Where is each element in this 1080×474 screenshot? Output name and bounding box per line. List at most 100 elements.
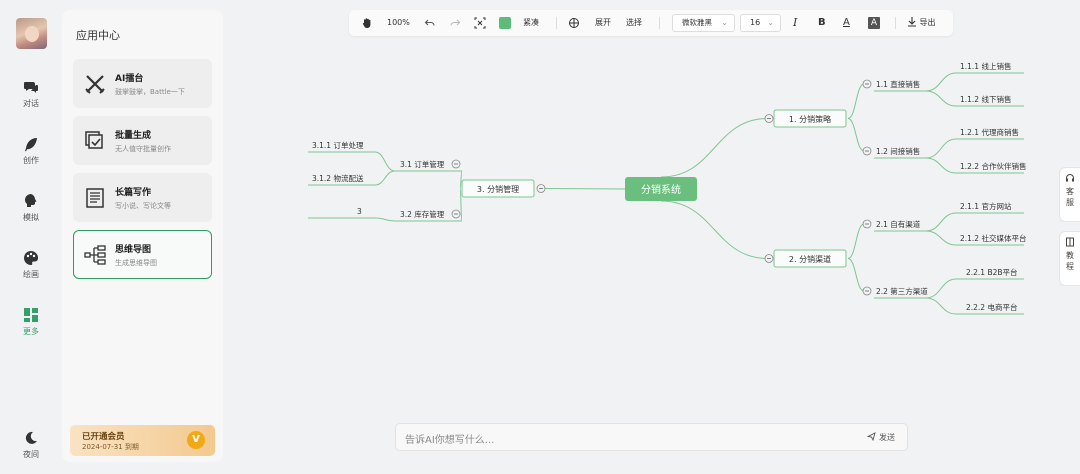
collapse-toggle-icon[interactable]	[451, 159, 461, 169]
feather-icon	[25, 138, 37, 152]
card-ai-arena[interactable]: AI擂台 鼓掌鼓掌，Battle一下	[73, 59, 212, 108]
leaf-node-label[interactable]: 2.2.1 B2B平台	[966, 267, 1018, 277]
branch-node-label[interactable]: 1. 分销策略	[789, 114, 831, 124]
card-title: 思维导图	[115, 245, 152, 255]
ai-prompt-input[interactable]: 告诉AI你想写什么... 发送	[395, 423, 908, 451]
highlight-button[interactable]: A	[868, 17, 880, 29]
subbranch-node-label[interactable]: 2.1 自有渠道	[876, 219, 921, 229]
collapse-toggle-icon[interactable]	[764, 114, 774, 123]
color-swatch[interactable]	[499, 17, 511, 29]
export-button[interactable]: 导出	[907, 10, 936, 36]
collapse-toggle-icon[interactable]	[451, 209, 461, 219]
leaf-node-label[interactable]: 2.1.2 社交媒体平台	[960, 233, 1026, 243]
card-subtitle: 无人值守批量创作	[115, 145, 171, 153]
branch-node-label[interactable]: 2. 分销渠道	[789, 254, 831, 264]
hand-icon	[362, 18, 371, 29]
add-node-button[interactable]	[568, 10, 580, 36]
leaf-node-label[interactable]: 1.2.1 代理商销售	[960, 127, 1019, 137]
bold-button[interactable]: B	[818, 17, 826, 28]
leaf-node-label[interactable]: 1.1.2 线下销售	[960, 94, 1011, 104]
zoom-level[interactable]: 100%	[387, 18, 410, 27]
font-color-button[interactable]: A	[843, 17, 850, 28]
expand-button[interactable]: 展开	[595, 18, 611, 27]
download-icon	[908, 16, 916, 27]
brain-icon	[25, 194, 37, 207]
branch-node-label[interactable]: 3. 分销管理	[477, 184, 519, 194]
leaf-node-label[interactable]: 3.1.2 物流配送	[312, 173, 364, 183]
subbranch-node-label[interactable]: 3.2 库存管理	[400, 209, 445, 219]
branch-node-box[interactable]	[773, 109, 847, 128]
branch-node-box[interactable]	[773, 249, 847, 268]
palette-icon	[24, 250, 39, 265]
card-mind-map[interactable]: 思维导图 生成思维导图	[73, 230, 212, 279]
mind-map-edge	[847, 118, 865, 152]
redo-icon	[450, 19, 461, 26]
document-icon	[86, 188, 104, 208]
collapse-toggle-icon[interactable]	[862, 286, 872, 296]
mind-map-canvas[interactable]: 分销系统 1. 分销策略 1.1 直接销售 1.1.1 线上销售 1.1.2 线下销售 1…	[230, 40, 1040, 340]
divider	[659, 17, 660, 29]
rail-item-create[interactable]: 创作	[0, 136, 62, 166]
card-batch-generate[interactable]: 批量生成 无人值守批量创作	[73, 116, 212, 165]
collapse-toggle-icon[interactable]	[862, 79, 872, 89]
rail-label: 更多	[23, 327, 39, 336]
mind-map-edge	[925, 212, 957, 232]
hand-tool-button[interactable]	[361, 10, 373, 36]
mind-map-edge	[925, 90, 957, 107]
card-subtitle: 鼓掌鼓掌，Battle一下	[115, 88, 185, 96]
leaf-node-label[interactable]: 1.2.2 合作伙伴销售	[960, 161, 1026, 171]
tutorial-tab[interactable]: 教程	[1059, 231, 1080, 286]
card-title: 长篇写作	[115, 188, 152, 198]
mindmap-icon	[84, 245, 106, 265]
subbranch-node-label[interactable]: 1.2 间接销售	[876, 146, 920, 156]
divider	[895, 17, 896, 29]
branch-node-box[interactable]	[461, 179, 535, 198]
card-long-writing[interactable]: 长篇写作 写小说、写论文等	[73, 173, 212, 222]
avatar[interactable]	[16, 18, 47, 49]
rail-item-more[interactable]: 更多	[0, 307, 62, 337]
subbranch-node-label[interactable]: 3.1 订单管理	[400, 159, 445, 169]
undo-button[interactable]	[424, 10, 436, 36]
leaf-node-label[interactable]: 3.1.1 订单处理	[312, 140, 364, 150]
night-mode-toggle[interactable]: 夜间	[0, 430, 62, 460]
mind-map-edge	[539, 188, 626, 190]
root-label: 分销系统	[641, 183, 681, 196]
app-center-panel: 应用中心 AI擂台 鼓掌鼓掌，Battle一下 批量生成 无人值守批量创作 长篇…	[62, 10, 223, 462]
subbranch-node-label[interactable]: 1.1 直接销售	[876, 79, 920, 89]
mind-map-edge	[660, 118, 769, 178]
send-button[interactable]: 发送	[867, 432, 895, 443]
collapse-toggle-icon[interactable]	[862, 146, 872, 156]
leaf-node-label[interactable]: 2.1.1 官方网站	[960, 201, 1012, 211]
select-button[interactable]: 选择	[626, 18, 642, 27]
rail-item-simulate[interactable]: 模拟	[0, 193, 62, 223]
panel-title: 应用中心	[76, 29, 120, 42]
rail-label: 创作	[23, 156, 39, 165]
leaf-node-label[interactable]: 3	[357, 207, 362, 216]
batch-check-icon	[85, 131, 103, 149]
mind-map-edge	[847, 258, 865, 292]
card-title: AI擂台	[115, 74, 144, 84]
vip-banner[interactable]: 已开通会员 2024-07-31 到期 V	[70, 425, 215, 456]
send-label: 发送	[879, 433, 895, 442]
subbranch-node-label[interactable]: 2.2 第三方渠道	[876, 286, 928, 296]
rail-item-chat[interactable]: 对话	[0, 79, 62, 109]
mind-map-root-node[interactable]: 分销系统	[625, 177, 697, 201]
card-subtitle: 生成思维导图	[115, 259, 157, 267]
grid-icon	[24, 308, 38, 322]
side-tab-label: 教程	[1066, 251, 1074, 271]
collapse-toggle-icon[interactable]	[862, 219, 872, 229]
collapse-toggle-icon[interactable]	[536, 184, 546, 193]
collapse-toggle-icon[interactable]	[764, 254, 774, 263]
redo-button[interactable]	[449, 10, 461, 36]
compact-button[interactable]: 紧凑	[523, 18, 539, 27]
fit-view-button[interactable]	[474, 10, 486, 36]
leaf-node-label[interactable]: 1.1.1 线上销售	[960, 61, 1011, 71]
font-family-select[interactable]: 微软雅黑 ⌄	[672, 14, 735, 32]
font-size-select[interactable]: 16 ⌄	[740, 14, 781, 32]
italic-button[interactable]: I	[793, 16, 798, 29]
rail-item-paint[interactable]: 绘画	[0, 250, 62, 280]
leaf-node-label[interactable]: 2.2.2 电商平台	[966, 302, 1017, 312]
left-rail: 对话 创作 模拟 绘画 更多 夜间	[0, 0, 62, 474]
side-tab-label: 客服	[1066, 187, 1074, 207]
customer-service-tab[interactable]: 客服	[1059, 167, 1080, 222]
